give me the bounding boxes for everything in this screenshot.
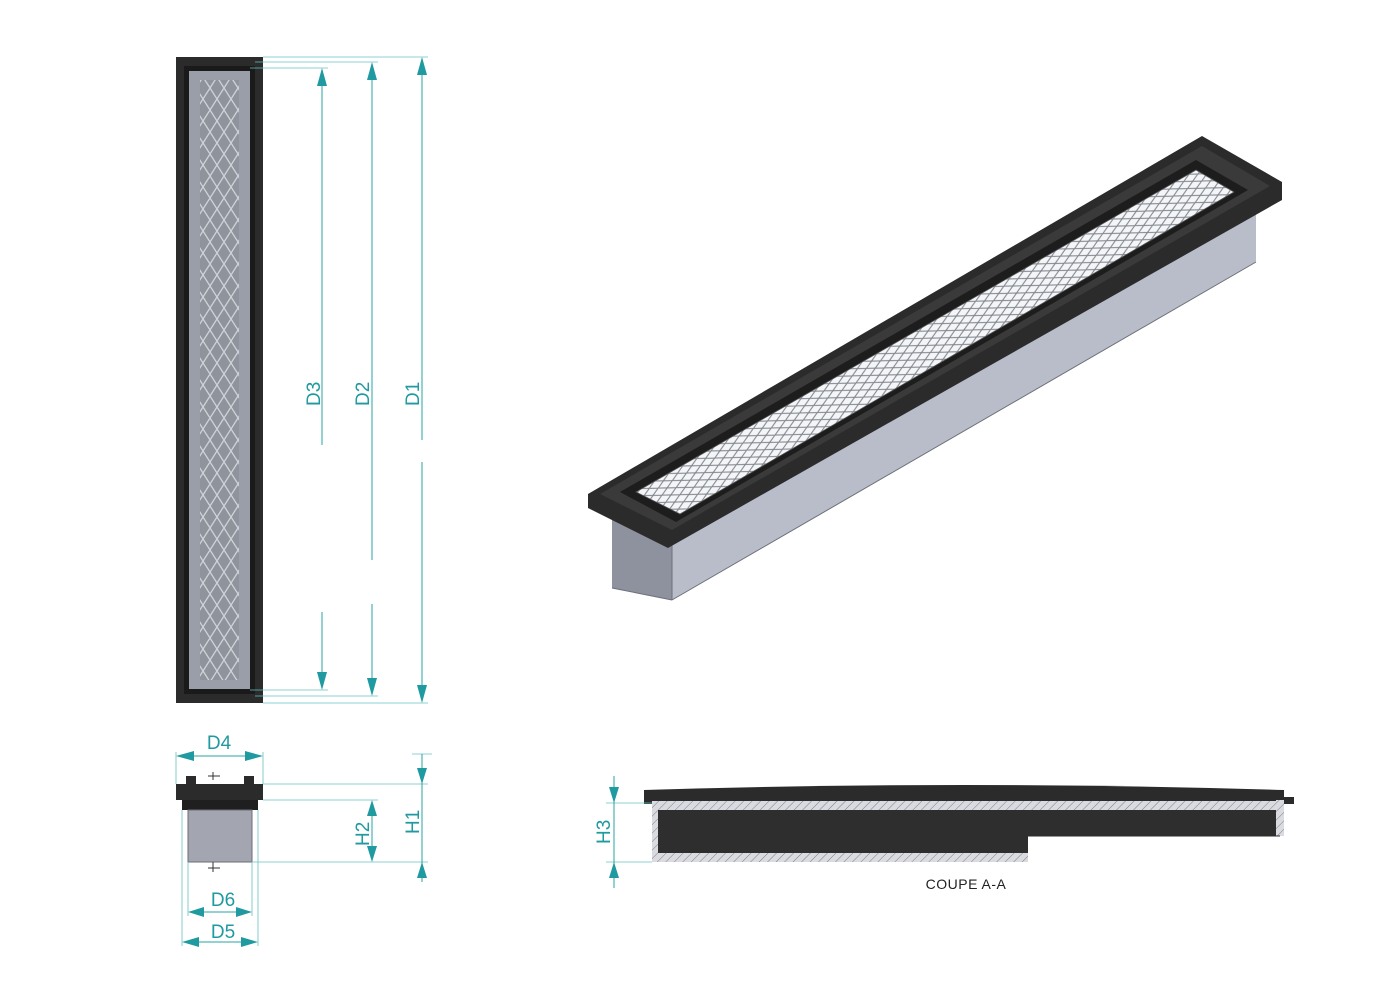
isometric-view — [588, 136, 1282, 601]
dimension-d4: D4 — [175, 733, 264, 784]
dimension-d1: D1 — [403, 57, 427, 703]
filter-media — [200, 80, 239, 680]
section-caption: COUPE A-A — [926, 876, 1007, 892]
label-d1: D1 — [403, 382, 424, 406]
d-extension-lines — [250, 56, 428, 704]
end-body — [188, 810, 252, 862]
top-view — [176, 57, 263, 703]
dimension-d2: D2 — [353, 62, 377, 696]
section-media-top — [652, 801, 1280, 810]
label-d6: D6 — [211, 890, 235, 911]
dimension-h1: H1 — [403, 754, 427, 882]
dimension-d5: D5 — [181, 810, 259, 947]
dimension-d6: D6 — [187, 862, 253, 917]
label-d2: D2 — [353, 382, 374, 406]
section-media-bottom — [652, 853, 1028, 862]
iso-media — [636, 170, 1234, 514]
section-view — [644, 785, 1294, 862]
label-h2: H2 — [353, 822, 374, 846]
section-top — [644, 785, 1284, 800]
h-extension-lines — [252, 753, 432, 863]
label-h3: H3 — [594, 820, 615, 844]
dimension-h3: H3 — [594, 776, 652, 888]
label-d3: D3 — [304, 382, 325, 406]
label-h1: H1 — [403, 810, 424, 834]
label-d4: D4 — [207, 733, 232, 754]
end-view — [176, 772, 263, 872]
dimension-h2: H2 — [353, 800, 377, 862]
dimension-d3: D3 — [304, 68, 327, 690]
label-d5: D5 — [211, 922, 235, 943]
